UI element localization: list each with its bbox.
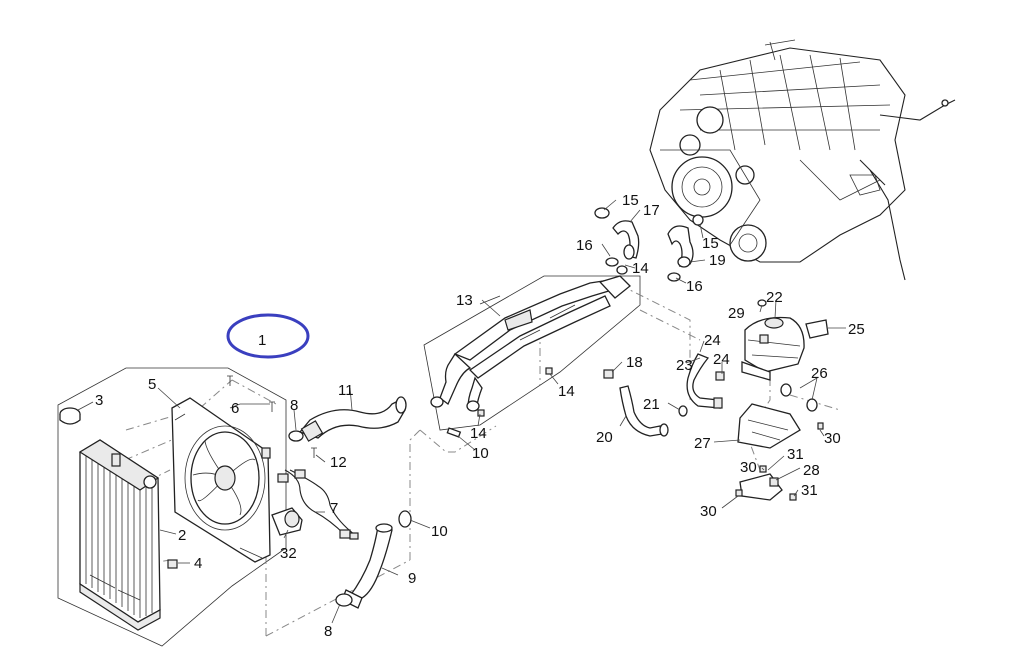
callout-16-b: 16 <box>686 278 703 295</box>
mounting-bracket <box>735 383 824 501</box>
heater-hose-19 <box>667 225 694 268</box>
callout-24-b: 24 <box>713 351 730 368</box>
callout-28: 28 <box>803 462 820 479</box>
callout-1: 1 <box>258 332 266 349</box>
sensor <box>271 507 303 536</box>
wiring-harness <box>277 469 359 540</box>
radiator <box>78 439 161 631</box>
engine-block-illustration <box>649 39 956 281</box>
callout-11: 11 <box>338 382 354 399</box>
coolant-reservoir <box>741 316 805 381</box>
callout-6: 6 <box>231 400 239 417</box>
callout-20: 20 <box>596 429 613 446</box>
callout-19: 19 <box>709 252 726 269</box>
fittings-center <box>477 207 704 417</box>
callout-14-c: 14 <box>632 260 649 277</box>
callout-31-b: 31 <box>801 482 818 499</box>
callout-16-a: 16 <box>576 237 593 254</box>
callout-15-a: 15 <box>622 192 639 209</box>
callout-14-b: 14 <box>558 383 575 400</box>
callout-labels: 1 2 3 4 5 6 7 8 8 9 10 10 11 12 13 14 14… <box>95 192 865 640</box>
callout-12: 12 <box>330 454 347 471</box>
upper-hose <box>298 396 407 442</box>
callout-10-upper: 10 <box>472 445 489 462</box>
callout-14-a: 14 <box>470 425 487 442</box>
callout-8-lower: 8 <box>324 623 332 640</box>
callout-10-lower: 10 <box>431 523 448 540</box>
callout-4: 4 <box>194 555 202 572</box>
fan-shroud <box>171 397 271 563</box>
callout-3: 3 <box>95 392 103 409</box>
reservoir-cap-bracket <box>757 299 829 339</box>
callout-7: 7 <box>330 500 338 517</box>
callout-29: 29 <box>728 305 745 322</box>
callout-27: 27 <box>694 435 711 452</box>
callout-24-a: 24 <box>704 332 721 349</box>
highlight-ellipse <box>226 313 310 359</box>
callout-30-a: 30 <box>824 430 841 447</box>
callout-30-c: 30 <box>700 503 717 520</box>
callout-9: 9 <box>408 570 416 587</box>
callout-21: 21 <box>643 396 660 413</box>
callout-26: 26 <box>811 365 828 382</box>
callout-25: 25 <box>848 321 865 338</box>
hose-clamps <box>288 427 462 607</box>
callout-31-a: 31 <box>787 446 804 463</box>
callout-30-b: 30 <box>740 459 757 476</box>
callout-13: 13 <box>456 292 473 309</box>
callout-23: 23 <box>676 357 693 374</box>
heater-hose-17 <box>612 220 640 260</box>
coolant-hose-20 <box>619 385 669 437</box>
callout-17: 17 <box>643 202 660 219</box>
callout-32: 32 <box>280 545 297 562</box>
radiator-cap <box>59 407 81 425</box>
callout-5: 5 <box>148 376 156 393</box>
callout-15-b: 15 <box>702 235 719 252</box>
coolant-pipe-assembly <box>430 275 631 412</box>
callout-2: 2 <box>178 527 186 544</box>
fasteners-left <box>167 375 317 569</box>
reservoir-hose-23 <box>686 353 725 409</box>
callout-18: 18 <box>626 354 643 371</box>
callout-22: 22 <box>766 289 783 306</box>
leader-lines <box>77 199 846 624</box>
callout-8-upper: 8 <box>290 397 298 414</box>
